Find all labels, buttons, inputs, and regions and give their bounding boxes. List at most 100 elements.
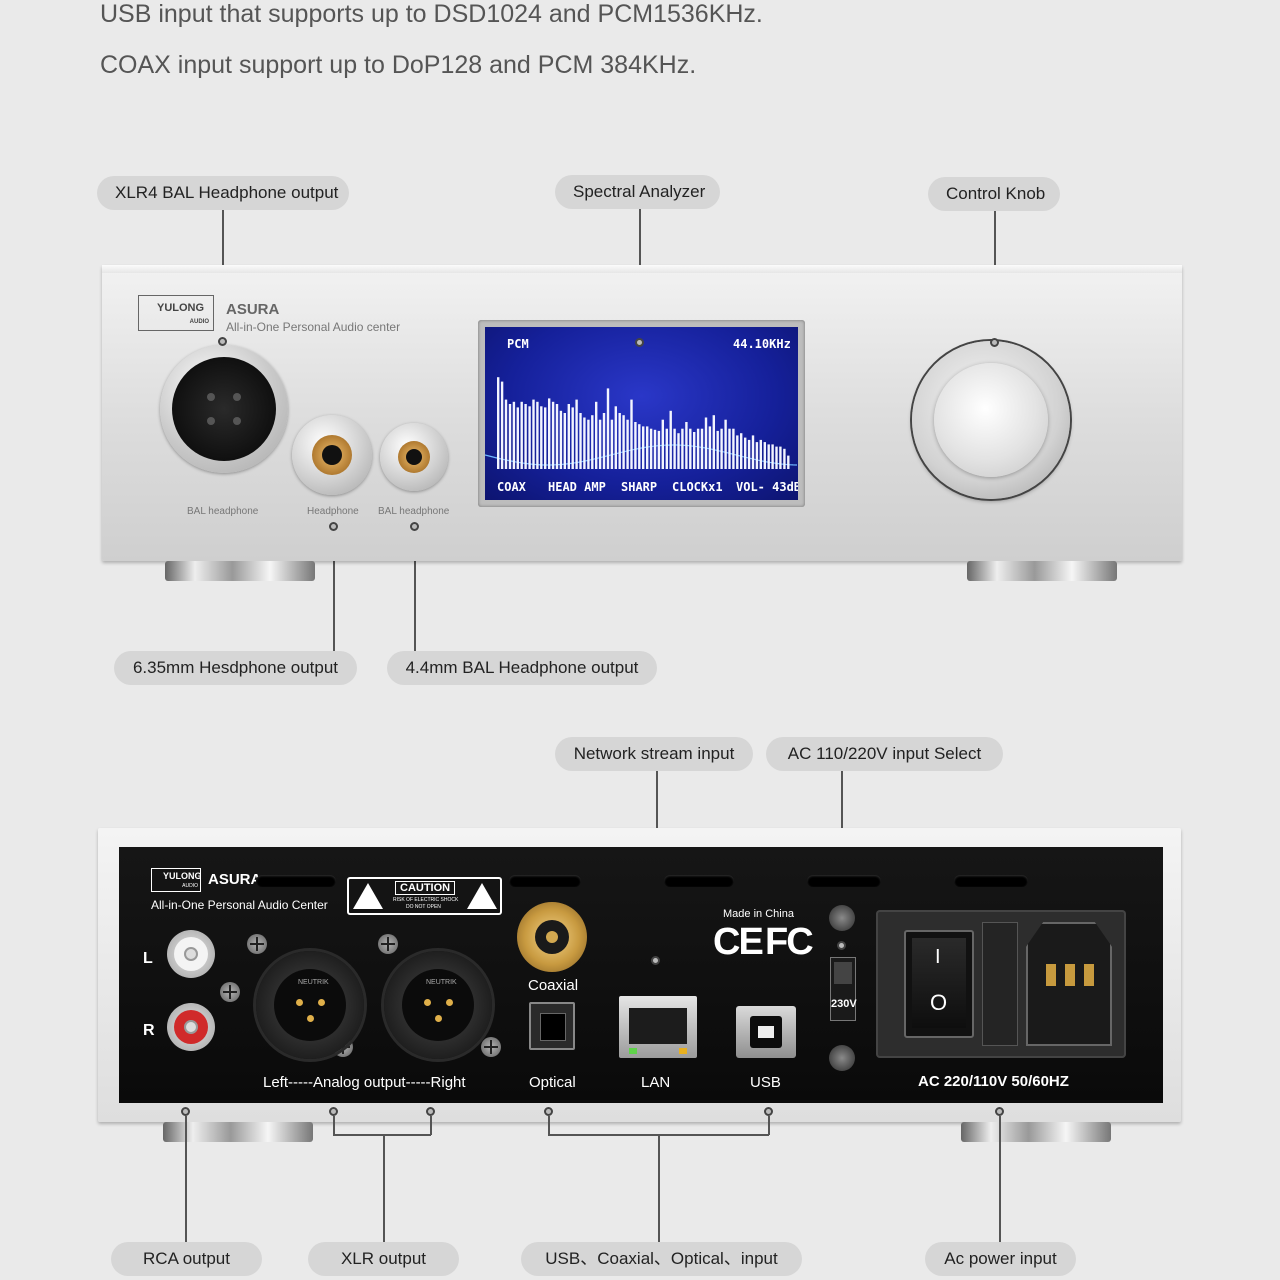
spectrum-bar [642,426,645,469]
usb-port[interactable] [736,1006,796,1058]
spectrum-bar [689,428,692,469]
screen-format: PCM [507,337,529,351]
rear-logo-sub: AUDIO [182,883,198,889]
label-bal-headphone: BAL headphone [187,506,259,517]
iec-pin [1065,964,1075,986]
label-voltage: 230V [831,998,857,1010]
callout-hp44: 4.4mm BAL Headphone output [387,651,657,685]
callout-network: Network stream input [555,737,753,771]
spectrum-bar [744,437,747,469]
callout-knob: Control Knob [928,177,1060,211]
spectrum-bar [508,404,512,469]
spectrum-bar [559,410,563,469]
spectrum-bar [587,419,590,469]
spectrum-bar [712,415,715,469]
vent-slot [807,875,881,887]
rca-left-ring [174,937,208,971]
hp635-jack[interactable] [292,415,372,495]
spectrum-bar [524,404,527,469]
spectrum-bar [700,428,704,469]
rear-logo-text: YULONG [163,871,202,881]
label-optical: Optical [529,1074,576,1091]
spectrum-bar [579,413,582,469]
spectrum-bar [763,442,766,469]
mount-hole [829,905,855,931]
xlr4-socket [172,357,276,461]
iec-power-socket[interactable] [1026,922,1112,1046]
voltage-selector[interactable]: 230V [830,957,857,1021]
hp635-hole [322,445,342,465]
spectrum-bar [591,415,594,469]
marker-rca [181,1107,190,1116]
spectrum-bar [696,428,700,469]
marker-spectral [635,338,644,347]
spectrum-bar [673,428,676,469]
optical-jack[interactable] [529,1002,575,1050]
spectrum-bar [716,430,719,469]
iec-pin [1084,964,1094,986]
screen-mode: HEAD AMP [548,480,606,494]
xlr4-jack[interactable] [160,345,288,473]
callout-hp635: 6.35mm Hesdphone output [114,651,357,685]
leader-optical [548,1116,550,1135]
marker-knob [990,338,999,347]
spectrum-bar [732,428,735,469]
usb-socket [750,1016,782,1048]
label-analog-output: Left-----Analog output-----Right [263,1074,466,1091]
lan-port[interactable] [619,996,697,1058]
vent-slot [256,875,336,887]
control-knob[interactable] [912,341,1070,499]
screw [220,982,240,1002]
marker-ac-power [995,1107,1004,1116]
spectrum-bar [520,401,523,469]
spectrum-bar [759,439,762,469]
spectrum-bar [555,404,559,469]
spectrum-bar [724,419,727,469]
screen-rate: 44.10KHz [733,337,791,351]
front-tagline: All-in-One Personal Audio center [226,320,401,334]
xlr-right-jack[interactable]: NEUTRIK [384,951,492,1059]
caution-sub-2: DO NOT OPEN [406,904,441,910]
leader-hp44 [414,528,416,651]
spectrum-bar [755,442,759,469]
spectrum-bar [740,433,743,469]
spectrum-bar [575,399,578,469]
coaxial-jack[interactable] [517,902,587,972]
fuse-holder[interactable] [982,922,1018,1046]
vent-slot [664,875,734,887]
label-usb: USB [750,1074,781,1091]
spectrum-bar [677,433,680,469]
coaxial-insulator [535,920,569,954]
leader-digital [658,1134,660,1242]
label-headphone: Headphone [307,506,359,517]
spectrum-bar [551,401,555,469]
callout-xlr: XLR output [308,1242,459,1276]
spectrum-bar [618,413,621,469]
spectrum-bar [544,407,547,469]
spectrum-bar [646,426,649,469]
xlr-left-jack[interactable]: NEUTRIK [256,951,364,1059]
spectrum-bar [504,399,508,469]
hp44-jack[interactable] [380,423,448,491]
spectrum-bar [787,455,790,469]
spectrum-bar [728,428,731,469]
spectrum-bar [708,426,712,469]
hp635-ring [312,435,352,475]
power-switch[interactable]: I O [904,930,974,1038]
spectrum-bar [626,419,629,469]
label-lan: LAN [641,1074,671,1091]
coaxial-core [546,931,558,943]
xlr-right-brand: NEUTRIK [426,979,457,986]
rca-left-jack[interactable] [167,930,215,978]
ce-mark-icon: CE [713,921,764,963]
leader-ac-power [999,1116,1001,1242]
screen-clock: CLOCKx1 [672,480,723,494]
caution-title: CAUTION [395,881,456,895]
warning-triangle-icon [353,883,383,909]
power-switch-rocker: I O [912,938,966,1028]
ac-inlet-module: I O [876,910,1126,1058]
rca-right-jack[interactable] [167,1003,215,1051]
voltage-selector-slide [834,962,852,984]
marker-xlr-left [329,1107,338,1116]
label-right: R [143,1022,155,1039]
